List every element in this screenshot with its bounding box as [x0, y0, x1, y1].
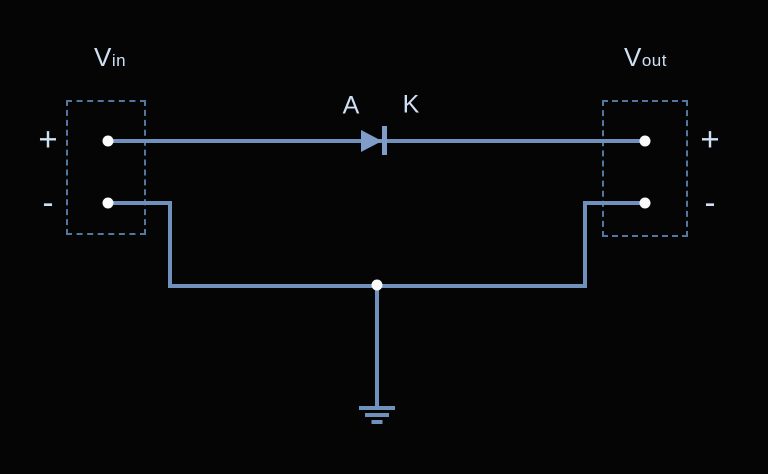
input-plus-sign: +	[38, 120, 58, 158]
ground-bar-bottom	[371, 420, 383, 424]
junction-dot-ground	[371, 279, 383, 291]
input-minus-wire-v	[168, 201, 172, 288]
diode-triangle-icon	[361, 130, 382, 152]
ground-bar-middle	[365, 413, 389, 417]
output-minus-wire-h	[583, 201, 645, 205]
input-port-box	[66, 100, 146, 235]
terminal-dot-output-minus	[639, 197, 651, 209]
terminal-dot-input-plus	[102, 135, 114, 147]
terminal-dot-output-plus	[639, 135, 651, 147]
input-minus-sign: -	[42, 183, 54, 221]
vin-label-sub: in	[111, 51, 127, 70]
vin-label: Vin	[94, 44, 126, 70]
output-plus-sign: +	[700, 120, 720, 158]
terminal-dot-input-minus	[102, 197, 114, 209]
diode-cathode-label: K	[402, 90, 420, 119]
vout-label: Vout	[624, 44, 667, 70]
output-port-box	[602, 100, 688, 237]
vout-label-sub: out	[641, 51, 667, 70]
output-minus-sign: -	[704, 183, 716, 221]
vin-label-main: V	[94, 42, 112, 72]
output-minus-wire-v	[583, 203, 587, 288]
ground-bar-top	[359, 406, 395, 410]
ground-stem-wire	[375, 285, 379, 408]
input-minus-wire-h	[108, 201, 172, 205]
diode-anode-label: A	[342, 91, 360, 120]
vout-label-main: V	[624, 42, 642, 72]
diode-cathode-bar-icon	[382, 126, 387, 155]
